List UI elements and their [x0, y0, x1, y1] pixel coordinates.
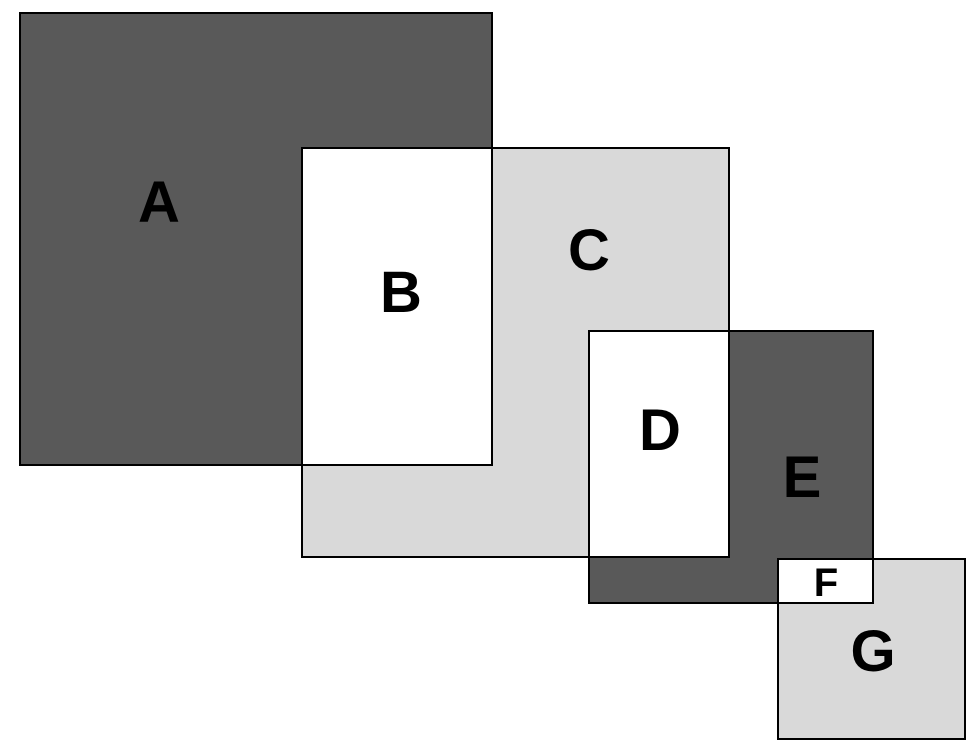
rectangle-label-a: A — [138, 170, 180, 235]
rectangle-label-g: G — [850, 619, 896, 684]
rectangle-b — [301, 147, 493, 466]
rectangle-d — [588, 330, 730, 558]
rectangle-label-e: E — [782, 445, 822, 510]
rectangle-label-d: D — [639, 398, 681, 463]
rectangle-f — [777, 558, 874, 604]
rectangle-label-b: B — [380, 260, 422, 325]
rectangle-label-c: C — [568, 218, 610, 283]
rectangle-label-f: F — [813, 561, 839, 605]
